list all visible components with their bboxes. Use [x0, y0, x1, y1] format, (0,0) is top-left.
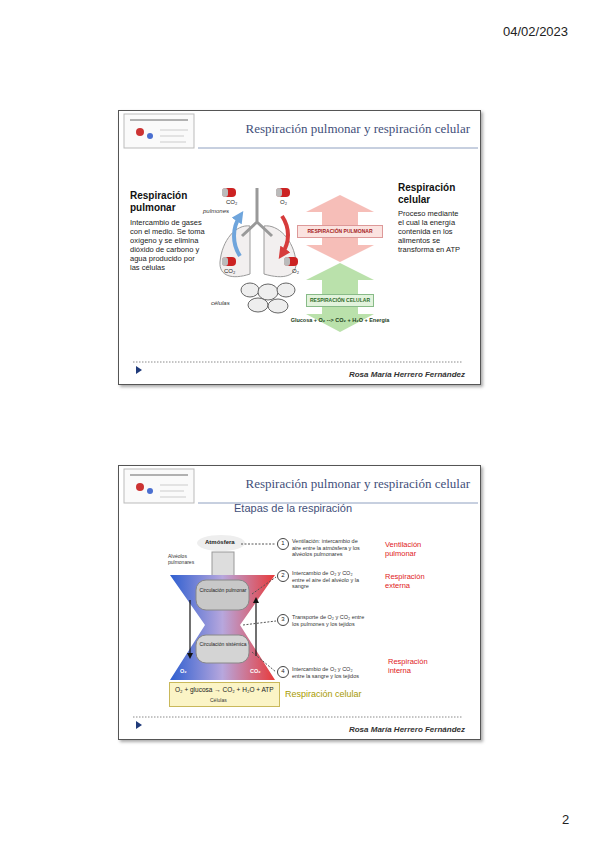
page-number: 2 [562, 812, 569, 828]
gas-label: CO₂ [224, 268, 235, 275]
region-label: Atmósfera [205, 539, 235, 546]
gas-label: CO₂ [226, 199, 237, 206]
section-heading: Respiración pulmonar [130, 190, 204, 214]
process-box: RESPIRACIÓN PULMONAR [297, 225, 383, 238]
slide-title: Respiración pulmonar y respiración celul… [245, 121, 470, 137]
equation-text: O₂ + glucosa → CO₂ + H₂O + ATP [175, 686, 274, 693]
gas-label: O₂ [180, 668, 187, 675]
box-label: RESPIRACIÓN CELULAR [307, 295, 373, 306]
process-box: RESPIRACIÓN CELULAR [306, 294, 374, 307]
slide-subtitle: Etapas de la respiración [234, 502, 352, 515]
box-caption: Células [210, 697, 227, 703]
stage-label: Respiración interna [388, 657, 446, 675]
organ-label: células [211, 300, 230, 307]
circulation-label: Circulación pulmonar [198, 587, 248, 593]
equation-label: Glucosa + O₂ --> CO₂ + H₂O + Energía [290, 317, 390, 324]
respiration-stages-figure [170, 535, 289, 680]
date-stamp: 04/02/2023 [503, 24, 568, 40]
gas-label: O₂ [292, 268, 299, 275]
region-label: Alvéolos pulmonares [168, 553, 208, 565]
gas-label: O₂ [280, 199, 287, 206]
box-heading: Respiración celular [285, 689, 362, 699]
equation-box: O₂ + glucosa → CO₂ + H₂O + ATPCélulasRes… [169, 682, 280, 707]
section-heading: Respiración celular [398, 182, 468, 206]
box-label: RESPIRACIÓN PULMONAR [298, 226, 382, 237]
slide-chrome [124, 114, 478, 374]
step-text: Ventilación: intercambio de aire entre l… [292, 538, 366, 558]
circulation-label: Circulación sistémica [198, 641, 248, 647]
stage-label: Respiración externa [385, 572, 445, 590]
step-text: Intercambio de O₂ y CO₂ entre el aire de… [292, 570, 366, 590]
callout-number: 2 [279, 572, 287, 579]
author-footer: Rosa María Herrero Fernández [330, 370, 465, 380]
step-text: Intercambio de O₂ y CO₂ entre la sangre … [292, 666, 366, 679]
slide-title: Respiración pulmonar y respiración celul… [245, 476, 470, 492]
organ-label: pulmones [203, 208, 229, 215]
callout-number: 4 [279, 668, 287, 675]
callout-number: 1 [279, 540, 287, 547]
step-text: Transporte de O₂ y CO₂ entre los pulmone… [292, 614, 366, 627]
body-text: Proceso mediante el cual la energía cont… [398, 209, 466, 254]
gas-label: CO₂ [250, 668, 261, 675]
lung-illustration [220, 188, 298, 313]
stage-label: Ventilación pulmonar [385, 540, 445, 558]
slide-chrome [124, 469, 478, 729]
author-footer: Rosa María Herrero Fernández [330, 725, 465, 735]
body-text: Intercambio de gases con el medio. Se to… [130, 218, 206, 272]
process-arrows [306, 195, 374, 332]
callout-number: 3 [279, 616, 287, 623]
